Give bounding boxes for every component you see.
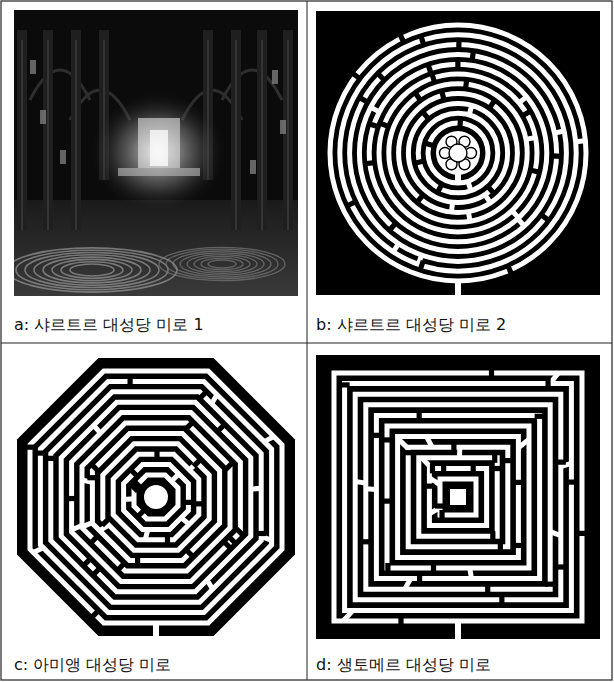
panel-caption: c: 아미앵 대성당 미로 — [14, 655, 171, 675]
frame-divider — [307, 1, 308, 680]
panel-caption: b: 샤르트르 대성당 미로 2 — [316, 315, 506, 335]
octagonal-labyrinth — [17, 358, 295, 636]
square-labyrinth — [316, 355, 600, 639]
panel-caption: a: 샤르트르 대성당 미로 1 — [14, 315, 204, 335]
panel-caption: d: 생토메르 대성당 미로 — [316, 655, 491, 675]
circular-labyrinth — [316, 11, 600, 295]
floor-labyrinth — [14, 247, 285, 292]
cathedral-photo — [14, 10, 298, 296]
frame-divider — [1, 343, 612, 344]
